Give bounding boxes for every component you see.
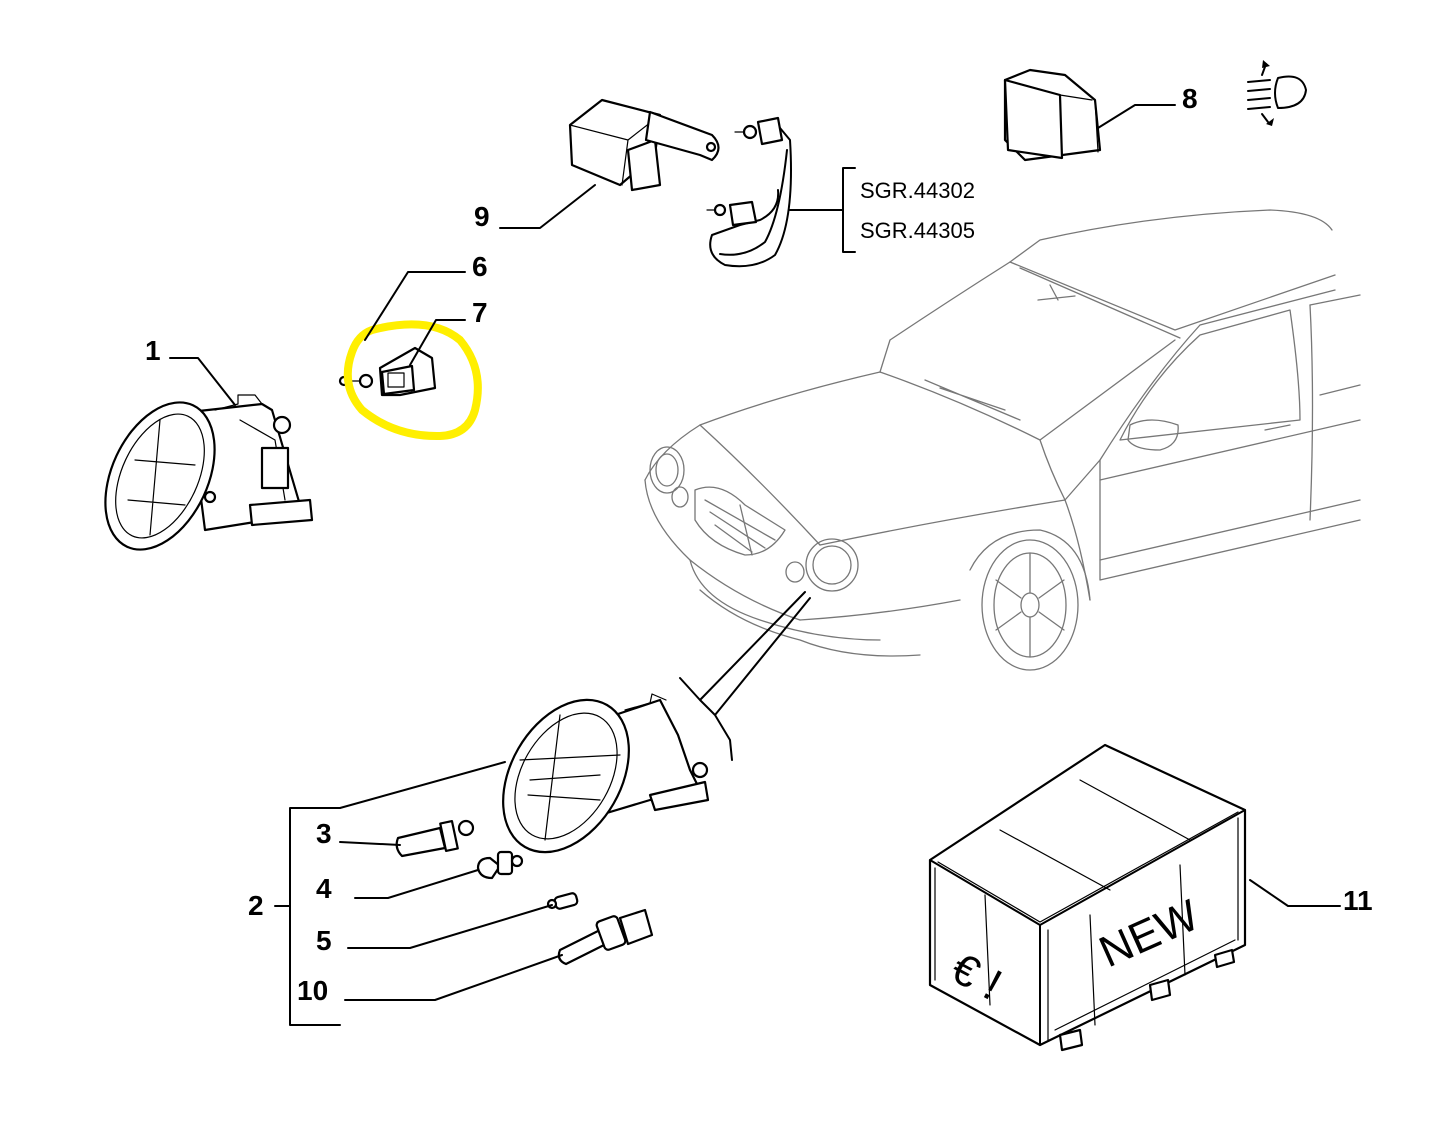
leveling-sensor-part (568, 98, 720, 192)
new-part-crate: NEW € ! (928, 743, 1247, 1052)
bulb-3-part (395, 819, 475, 858)
leveling-switch-part (1003, 68, 1102, 162)
callout-3: 3 (316, 818, 332, 849)
headlamp-left-part (104, 394, 314, 551)
callout-1: 1 (145, 335, 161, 366)
fog-lamp-leader (679, 591, 811, 761)
highlight-circle (343, 320, 482, 441)
car-illustration (644, 209, 1361, 671)
callout-8: 8 (1182, 83, 1198, 114)
reference-bracket (789, 167, 856, 253)
wiring-harness-part (706, 116, 792, 268)
callout-6: 6 (472, 251, 488, 282)
bulb-10-part (557, 908, 654, 966)
bulb-4-part (476, 850, 524, 880)
leader-lines (169, 104, 1341, 1026)
fog-lamp-part (502, 693, 710, 854)
callout-11: 11 (1343, 885, 1373, 916)
connector-part (338, 346, 437, 397)
callout-2: 2 (248, 890, 264, 921)
callout-10: 10 (297, 975, 328, 1006)
headlight-leveling-icon (1247, 60, 1307, 126)
bulb-5-part (546, 892, 579, 910)
callout-5: 5 (316, 925, 332, 956)
callout-4: 4 (316, 873, 332, 904)
callout-9: 9 (474, 201, 490, 232)
reference-code-2: SGR.44305 (860, 218, 975, 243)
reference-code-1: SGR.44302 (860, 178, 975, 203)
callout-7: 7 (472, 297, 488, 328)
